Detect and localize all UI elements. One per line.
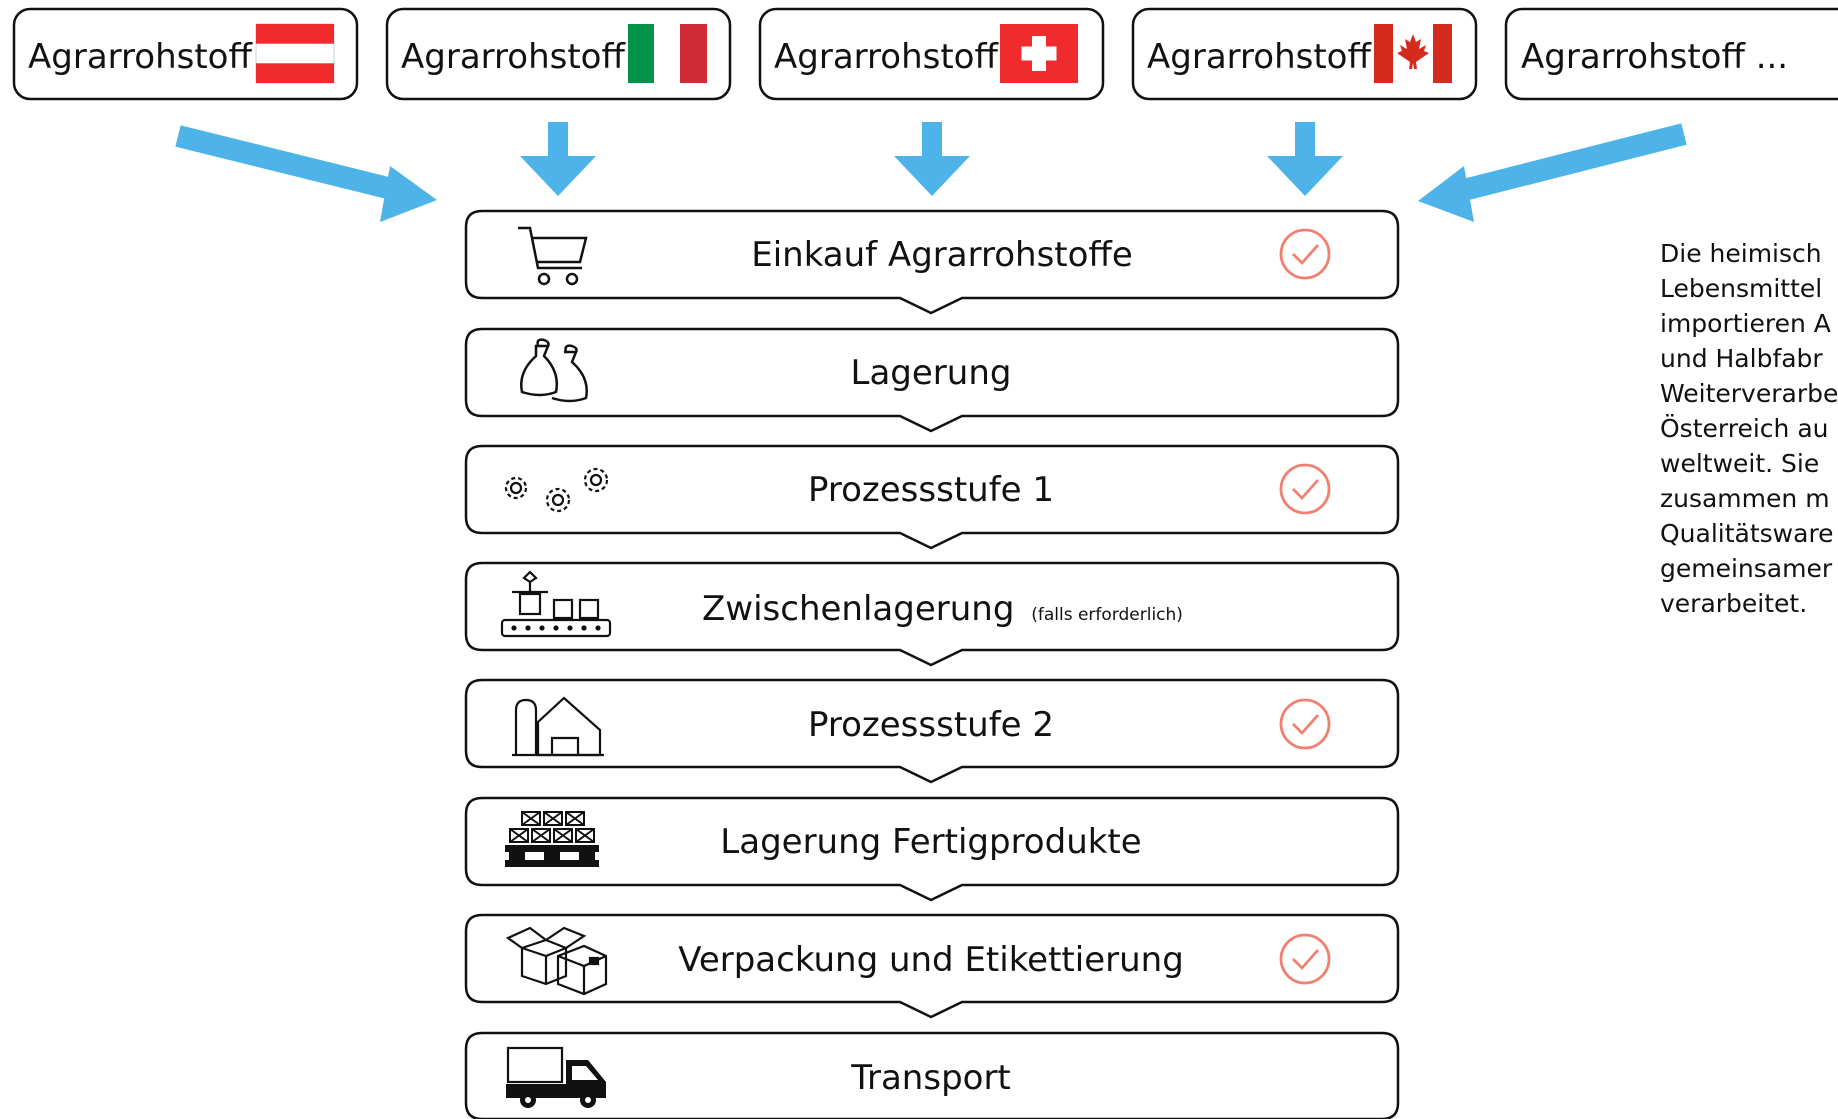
side-line: Qualitätsware [1660,519,1834,548]
step-prozessstufe-1: Prozessstufe 1 [464,444,1400,550]
austria-flag-icon [255,23,335,84]
arrow-more [1418,123,1687,222]
side-line: Weiterverarbe [1660,379,1838,408]
italy-flag-icon [628,24,707,83]
source-label: Agrarrohstoff [28,37,253,77]
side-line: gemeinsamer [1660,554,1833,583]
svg-text:Zwischenlagerung (falls: Zwischenlagerung (falls erforderlich) [702,589,1183,629]
truck-icon [506,1046,606,1108]
arrow-italy [520,122,596,196]
conveyor-icon [500,570,612,638]
check-icon [1279,463,1331,515]
arrow-switzerland [894,122,970,196]
step-label: Prozessstufe 2 [808,705,1054,745]
source-label: Agrarrohstoff ... [1521,37,1788,77]
step-label: Verpackung und Etikettierung [678,940,1184,980]
side-line: zusammen m [1660,484,1830,513]
side-line: importieren A [1660,309,1831,338]
arrow-austria [175,125,437,222]
check-icon [1279,698,1331,750]
step-label: Lagerung [851,353,1012,393]
gears-icon [504,467,609,513]
source-switzerland: Agrarrohstoff [758,7,1105,101]
side-line: weltweit. Sie [1660,449,1820,478]
side-line: Österreich au [1660,414,1829,443]
step-prozessstufe-2: Prozessstufe 2 [464,678,1400,784]
step-lagerung-fertigprodukte: Lagerung Fertigprodukte [464,796,1400,902]
side-line: verarbeitet. [1660,589,1808,618]
source-label: Agrarrohstoff [774,37,999,77]
step-verpackung: Verpackung und Etikettierung [464,913,1400,1019]
source-italy: Agrarrohstoff [385,7,732,101]
factory-icon [512,696,604,757]
step-label: Lagerung Fertigprodukte [720,822,1141,862]
step-label: Prozessstufe 1 [808,470,1054,510]
step-transport: Transport [464,1031,1400,1119]
source-label: Agrarrohstoff [1147,37,1372,77]
pallet-icon [505,811,599,867]
side-line: Lebensmittel [1660,274,1823,303]
boxes-icon [505,926,608,996]
step-label: Zwischenlagerung [702,589,1014,629]
sacks-icon [520,338,588,403]
switzerland-flag-icon [1000,24,1078,83]
source-austria: Agrarrohstoff [12,7,359,101]
step-note: (falls erforderlich) [1031,605,1183,625]
step-einkauf: Einkauf Agrarrohstoffe [464,209,1400,315]
check-icon [1279,228,1331,280]
arrow-canada [1267,122,1343,196]
source-more: Agrarrohstoff ... [1504,7,1838,101]
canada-flag-icon [1374,24,1452,83]
step-lagerung: Lagerung [464,327,1400,433]
side-description: Die heimisch Lebensmittel importieren A … [1660,236,1838,621]
source-canada: Agrarrohstoff [1131,7,1478,101]
source-label: Agrarrohstoff [401,37,626,77]
shopping-cart-icon [518,226,588,286]
check-icon [1279,933,1331,985]
step-zwischenlagerung: Zwischenlagerung (falls erforderlich) [464,561,1400,667]
side-line: und Halbfabr [1660,344,1823,373]
side-line: Die heimisch [1660,239,1822,268]
step-label: Transport [850,1058,1011,1098]
step-label: Einkauf Agrarrohstoffe [751,235,1133,275]
